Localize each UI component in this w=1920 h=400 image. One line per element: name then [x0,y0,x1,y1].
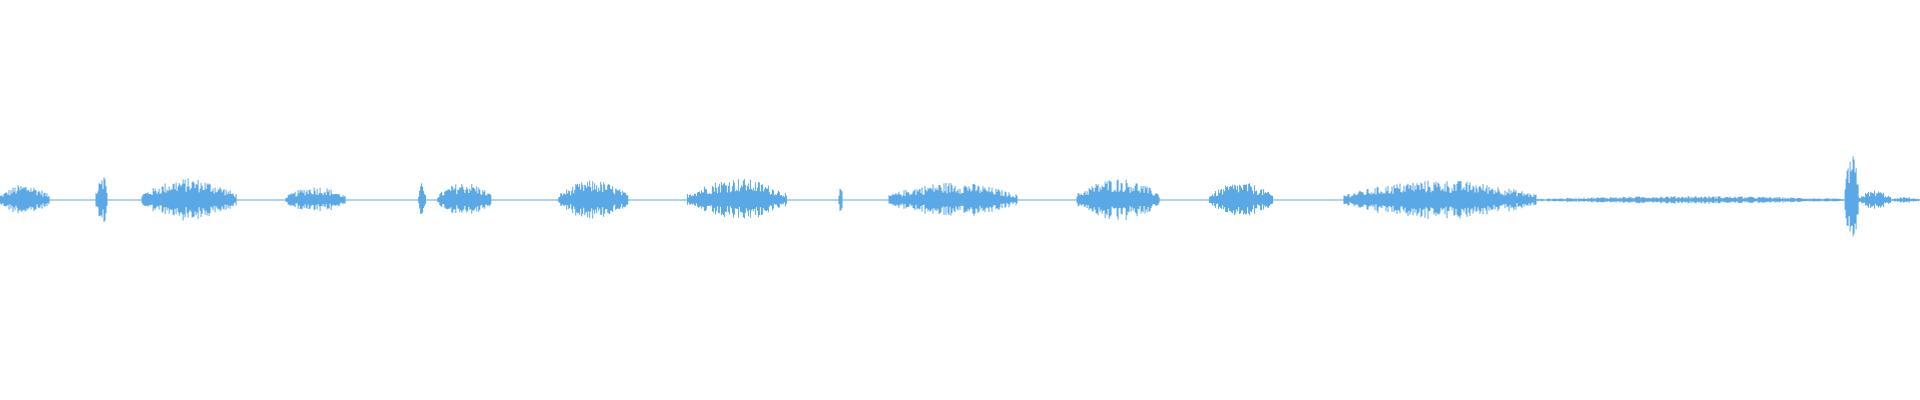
waveform-segment [558,180,629,219]
waveform-bar-path [0,185,50,214]
waveform-segment [141,178,237,221]
waveform-segment [888,183,1018,216]
waveform-bar-path [888,183,1018,216]
waveform-bar-path [1343,180,1537,219]
waveform-bar-path [1890,197,1920,203]
waveform-bar-path [1535,196,1844,204]
waveform-bar-path [558,180,629,219]
waveform-segment [95,177,108,222]
waveform-bars [0,156,1920,237]
waveform-segment [1890,197,1920,203]
waveform-segment [1858,190,1892,209]
waveform-bar-path [838,188,843,211]
waveform-segment [1844,156,1859,237]
waveform-bar-path [141,178,237,221]
waveform-segment [0,185,50,214]
waveform-bar-path [1076,179,1160,220]
waveform-bar-path [285,187,346,212]
waveform-bar-path [1209,183,1274,216]
waveform-bar-path [437,184,492,214]
waveform-segment [437,184,492,214]
waveform-bar-path [686,179,787,219]
waveform-segment [1209,183,1274,216]
waveform-segment [1343,180,1537,219]
waveform-segment [1076,179,1160,220]
waveform-bar-path [95,177,108,222]
waveform-segment [838,188,843,211]
waveform-bar-path [418,183,427,214]
waveform-segment [418,183,427,214]
waveform-bar-path [1844,156,1859,237]
waveform-segment [686,179,787,219]
waveform-segment [1535,196,1844,204]
waveform-segment [285,187,346,212]
waveform-bar-path [1858,190,1892,209]
